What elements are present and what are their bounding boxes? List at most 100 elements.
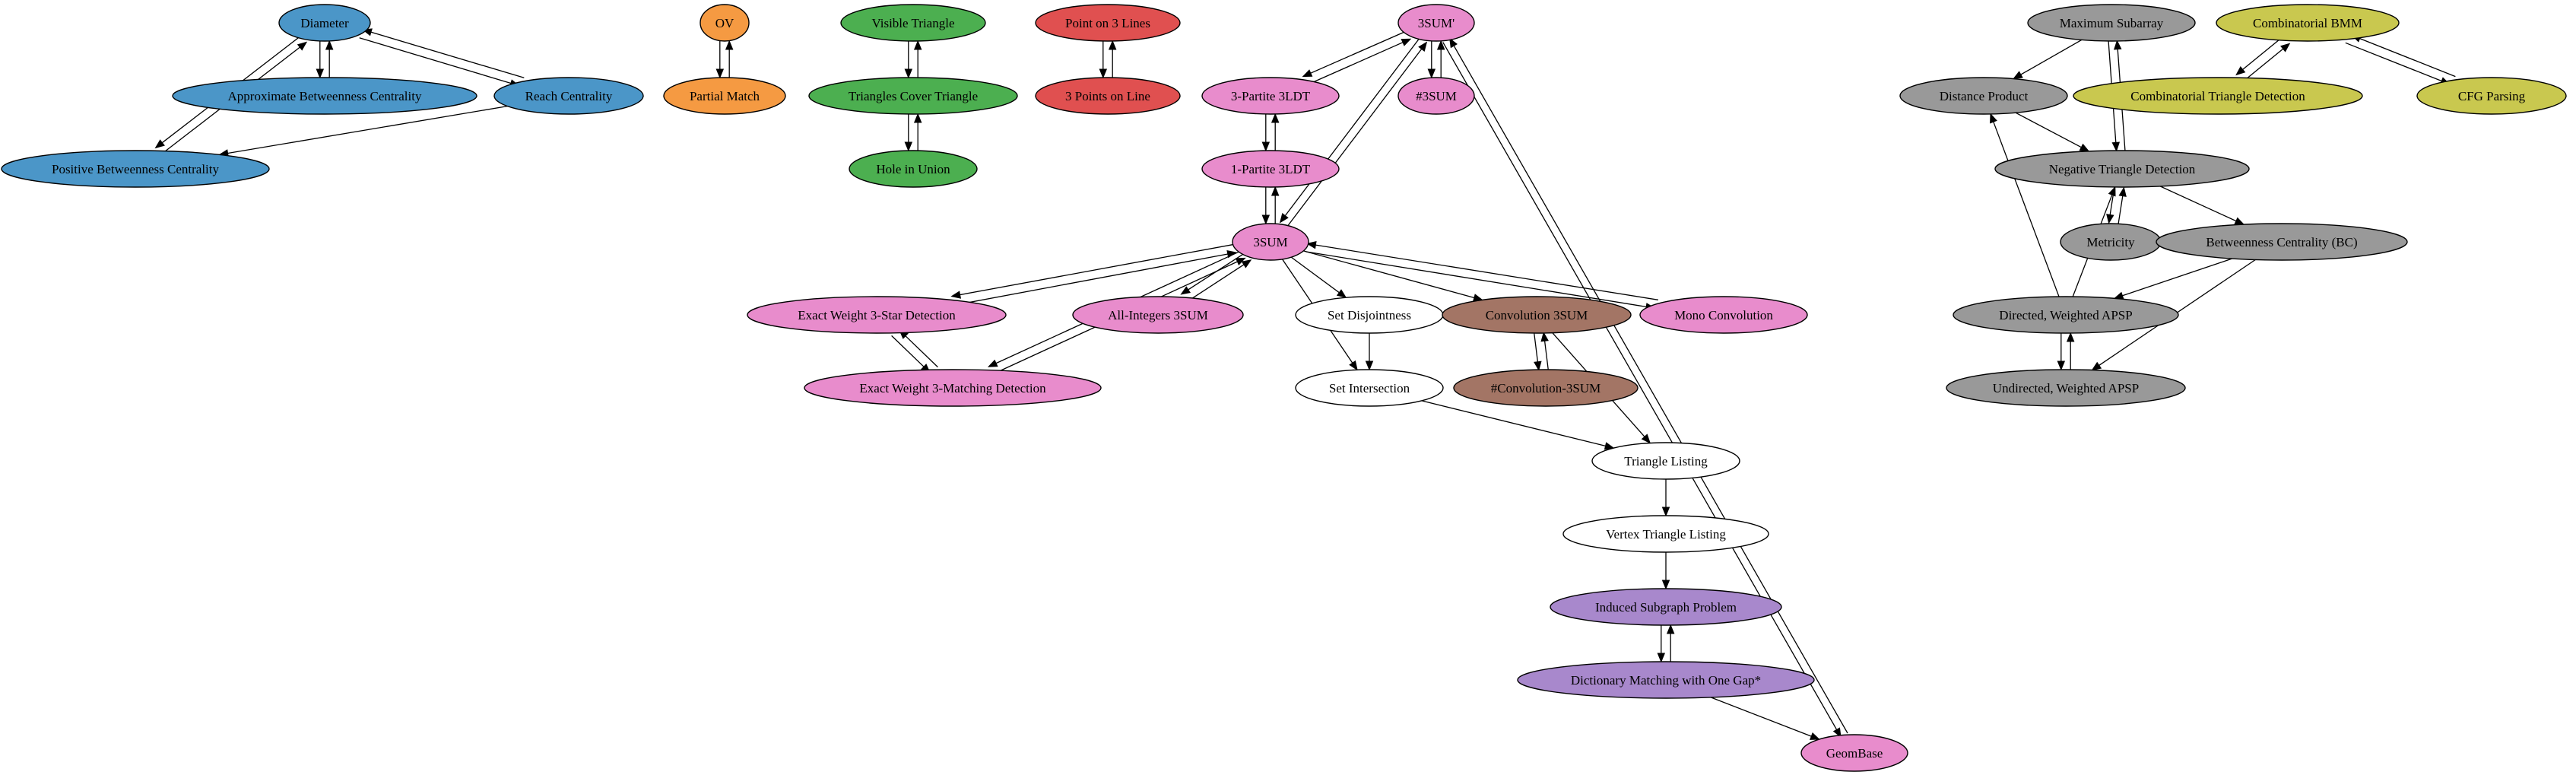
edge-1p3ldt-to-s3 — [1261, 187, 1271, 225]
node-label: Set Disjointness — [1328, 308, 1411, 322]
node-ellipse — [840, 4, 986, 42]
edge-po3l-to-3pol — [1099, 41, 1108, 79]
node-dm: Dictionary Matching with One Gap* — [1517, 661, 1815, 699]
node-ew3m: Exact Weight 3-Matching Detection — [804, 369, 1102, 407]
edge-si-to-tl — [1421, 400, 1615, 450]
edge-line — [2122, 258, 2233, 297]
arrowhead — [1108, 40, 1117, 50]
arrowhead — [1180, 286, 1191, 295]
node-label: Metricity — [2086, 235, 2135, 249]
arrowhead — [1832, 727, 1842, 738]
node-label: Exact Weight 3-Matching Detection — [859, 381, 1046, 395]
edge-cbmm-to-cfg — [2345, 42, 2451, 85]
node-label: Triangles Cover Triangle — [849, 89, 978, 103]
arrowhead — [715, 68, 725, 79]
edge-dm-to-isp — [1666, 624, 1675, 662]
node-label: Dictionary Matching with One Gap* — [1571, 673, 1761, 688]
node-label: GeomBase — [1826, 746, 1883, 761]
edge-s3-to-1p3ldt — [1271, 186, 1280, 224]
edge-line — [2020, 39, 2083, 75]
edge-ov-to-pm — [715, 41, 725, 79]
node-label: Combinatorial BMM — [2253, 16, 2362, 30]
edge-line — [2118, 195, 2124, 224]
arrowhead — [1427, 68, 1436, 79]
node-dp: Distance Product — [1899, 77, 2068, 115]
edge-line — [2345, 42, 2442, 82]
node-label: #Convolution-3SUM — [1491, 381, 1601, 395]
edge-line — [1421, 400, 1606, 447]
node-ellipse — [747, 296, 1007, 334]
node-label: Undirected, Weighted APSP — [1993, 381, 2139, 395]
node-abc: Approximate Betweenness Centrality — [172, 77, 477, 115]
edge-tct-to-vt — [913, 40, 922, 78]
node-ellipse — [1201, 150, 1340, 188]
arrowhead — [1641, 434, 1651, 444]
node-label: Negative Triangle Detection — [2049, 162, 2196, 176]
node-ms: Maximum Subarray — [2027, 4, 2196, 42]
arrowhead — [1661, 580, 1670, 590]
node-label: 3SUM' — [1418, 16, 1455, 30]
edge-line — [1710, 697, 1812, 737]
node-ellipse — [1550, 588, 1782, 626]
node-mono: Mono Convolution — [1639, 296, 1808, 334]
node-vtl: Vertex Triangle Listing — [1562, 515, 1769, 553]
node-label: Partial Match — [690, 89, 760, 103]
edge-ms-to-dp — [2013, 39, 2083, 80]
node-label: Reach Centrality — [525, 89, 613, 103]
arrowhead — [1540, 332, 1549, 342]
node-label: Point on 3 Lines — [1065, 16, 1150, 30]
edge-ai3-to-s3 — [1188, 259, 1252, 302]
node-ellipse — [663, 77, 786, 115]
edge-line — [1286, 49, 1423, 227]
edge-ew3s-to-s3 — [958, 249, 1237, 305]
node-ellipse — [1201, 77, 1340, 115]
arrowhead — [2108, 186, 2116, 197]
edge-s3-to-s3p — [1286, 41, 1428, 227]
node-cbmm: Combinatorial BMM — [2216, 4, 2400, 42]
arrowhead — [1099, 68, 1108, 79]
arrowhead — [1279, 213, 1289, 224]
node-p3ldt: 3-Partite 3LDT — [1201, 77, 1340, 115]
node-label: 3-Partite 3LDT — [1231, 89, 1311, 103]
edge-line — [1534, 333, 1539, 362]
edge-dm-to-gb — [1710, 697, 1820, 740]
node-hc3: #Convolution-3SUM — [1453, 369, 1639, 407]
node-label: #3SUM — [1416, 89, 1457, 103]
edge-dp-to-ntd — [2015, 112, 2090, 152]
edge-cbmm-to-ctd — [2235, 37, 2283, 76]
node-label: Mono Convolution — [1674, 308, 1773, 322]
node-pm: Partial Match — [663, 77, 786, 115]
arrowhead — [1436, 40, 1445, 50]
arrowhead — [1336, 289, 1347, 298]
edge-line — [1303, 250, 1475, 299]
arrowhead — [2091, 361, 2102, 371]
edge-line — [2159, 186, 2237, 222]
arrowhead — [1418, 41, 1428, 52]
node-label: Positive Betweenness Centrality — [52, 162, 220, 176]
node-cfg: CFG Parsing — [2416, 77, 2567, 115]
edge-line — [1290, 256, 1340, 294]
node-pbc: Positive Betweenness Centrality — [1, 150, 270, 188]
node-ellipse — [1397, 4, 1475, 42]
node-ellipse — [1035, 4, 1181, 42]
node-ellipse — [1517, 661, 1815, 699]
edge-line — [960, 243, 1235, 296]
node-ellipse — [172, 77, 477, 115]
node-ellipse — [1295, 369, 1444, 407]
node-label: Exact Weight 3-Star Detection — [798, 308, 956, 322]
node-tl: Triangle Listing — [1591, 442, 1740, 480]
arrowhead — [1534, 361, 1542, 371]
node-ellipse — [1, 150, 270, 188]
edge-line — [359, 37, 512, 84]
node-ctd: Combinatorial Triangle Detection — [2073, 77, 2363, 115]
node-ellipse — [1453, 369, 1639, 407]
edge-isp-to-dm — [1657, 625, 1666, 663]
arrowhead — [2111, 141, 2121, 152]
node-ellipse — [2073, 77, 2363, 115]
node-label: Visible Triangle — [871, 16, 954, 30]
edge-vtl-to-isp — [1661, 552, 1670, 590]
node-label: Induced Subgraph Problem — [1595, 600, 1737, 615]
node-ai3: All-Integers 3SUM — [1072, 296, 1244, 334]
arrowhead — [1349, 360, 1358, 371]
